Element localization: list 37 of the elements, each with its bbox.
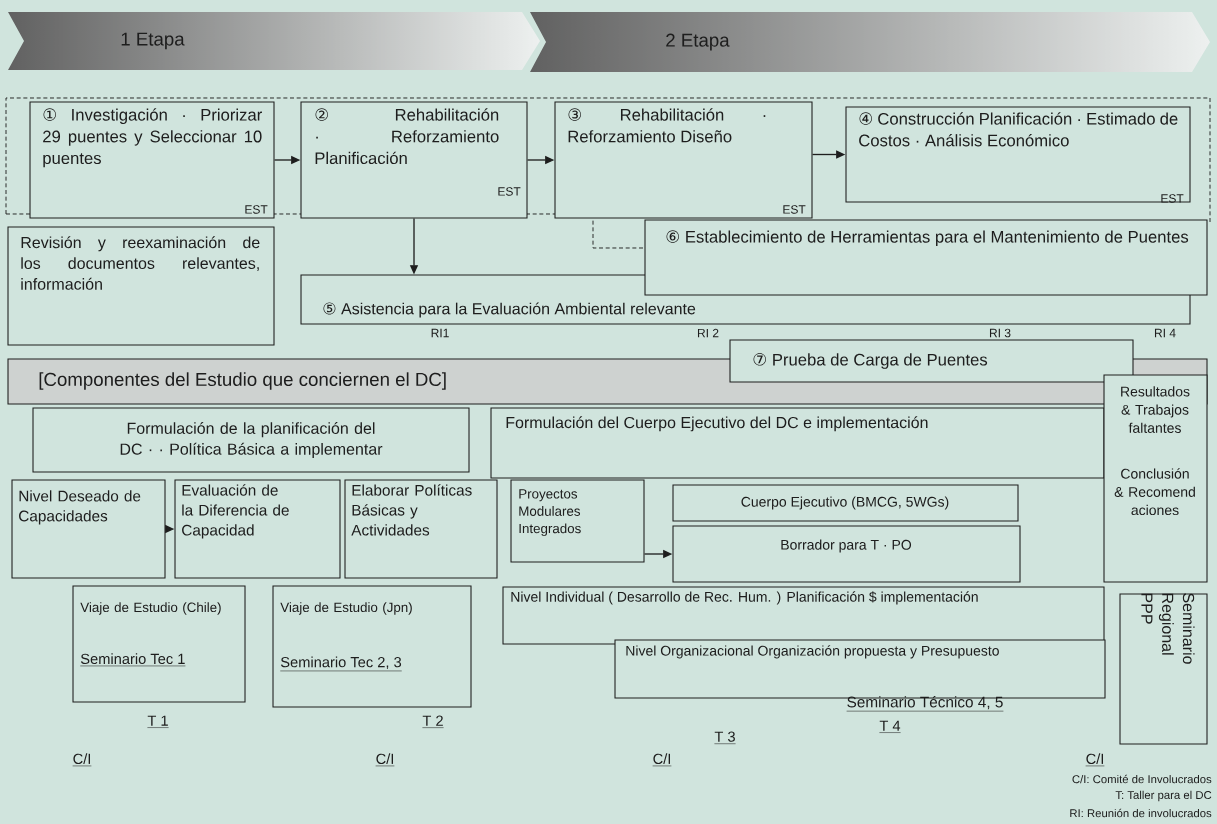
event-label: C/I — [1085, 753, 1105, 767]
legend-note: RI: Reunión de involucrados — [1070, 808, 1212, 818]
process-box: Revisión y reexaminación de los documentos relevantes, información — [7, 226, 275, 346]
meeting-label: RI 3 — [990, 328, 1011, 338]
event-label: C/I — [652, 753, 672, 767]
process-box: Proyectos Modulares Integrados — [510, 479, 645, 563]
stage-chevron: 1 Etapa — [121, 32, 185, 50]
legend-note: C/I: Comité de Involucrados — [1072, 774, 1212, 784]
node-label: T 1 — [147, 715, 168, 726]
process-box: ② Rehabilitación · Reforzamiento Planificación EST — [300, 101, 528, 219]
event-label: Seminario Técnico 4, 5 — [846, 696, 1004, 712]
event-label: T 4 — [879, 720, 901, 733]
process-box: Formulación de la planificación del DC · · Política Básica a implementar — [32, 407, 470, 473]
meeting-label: RI 2 — [698, 328, 719, 338]
process-box: ④ Construcción Planificación · Estimado de Costos · Análisis Económico EST — [845, 106, 1191, 203]
process-box: Nivel Individual ( Desarrollo de Rec. Hum. ) Planificación $ implementación — [502, 586, 1105, 645]
process-box: Nivel Deseado de Capacidades — [11, 479, 166, 579]
legend-note: T: Taller para el DC — [1115, 790, 1212, 802]
stage-chevron: 2 Etapa — [666, 33, 730, 51]
event-label: C/I — [375, 753, 395, 767]
meeting-label: RI1 — [431, 328, 449, 338]
meeting-label: RI 4 — [1155, 328, 1176, 338]
node-label: T 2 — [422, 715, 443, 726]
process-box: ⑥ Establecimiento de Herramientas para el Mantenimiento de Puentes — [644, 219, 1208, 296]
process-box: ⑦ Prueba de Carga de Puentes — [729, 339, 1134, 383]
process-box: ① Investigación · Priorizar 29 puentes y Seleccionar 10 puentes EST — [29, 101, 275, 219]
process-box: Elaborar Políticas Básicas y Actividades — [344, 479, 498, 579]
process-box: Evaluación de la Diferencia de Capacidad — [174, 479, 341, 579]
event-label: T 3 — [714, 731, 736, 744]
event-label: C/I — [72, 753, 92, 767]
results-box: Resultados & Trabajos faltantes Conclusión & Recomend aciones — [1103, 374, 1208, 583]
process-box: Viaje de Estudio (Chile) Seminario Tec 1 T 1 — [72, 585, 246, 728]
process-box: Cuerpo Ejecutivo (BMCG, 5WGs) — [672, 484, 1019, 522]
seminar-box: Seminario Regional PPP — [1119, 593, 1208, 745]
process-box: Borrador para T · PO — [672, 525, 1021, 583]
process-box: ③ Rehabilitación · Reforzamiento Diseño EST — [554, 101, 813, 219]
process-box: Viaje de Estudio (Jpn) Seminario Tec 2, 3 T 2 — [272, 585, 472, 728]
